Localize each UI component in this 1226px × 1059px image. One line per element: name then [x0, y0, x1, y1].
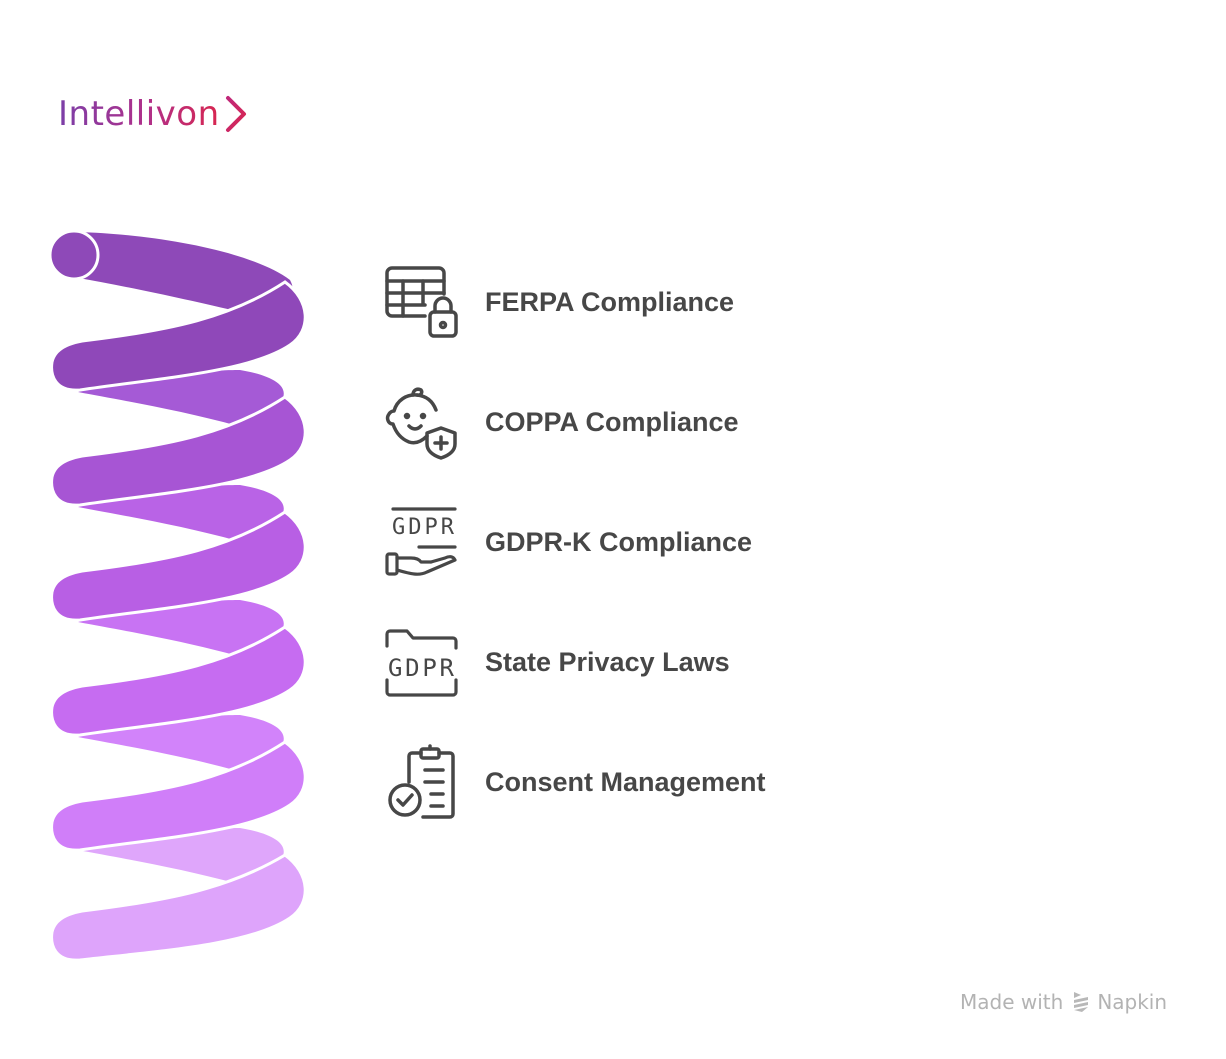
- spiral-coil: [48, 229, 307, 962]
- item-label: State Privacy Laws: [485, 646, 730, 677]
- brand-name: Intellivon: [58, 94, 220, 134]
- made-with-napkin-badge: Made with Napkin: [960, 990, 1167, 1014]
- napkin-logo-icon: [1074, 992, 1089, 1012]
- list-item-state-privacy: GDPR State Privacy Laws: [383, 622, 730, 702]
- list-item-gdpr-k: GDPR GDPR-K Compliance: [383, 502, 752, 582]
- item-label: COPPA Compliance: [485, 406, 739, 437]
- child-shield-icon: [383, 384, 459, 460]
- item-label: Consent Management: [485, 766, 766, 797]
- list-item-consent: Consent Management: [383, 742, 766, 822]
- list-item-ferpa: FERPA Compliance: [383, 262, 734, 342]
- table-lock-icon: [383, 264, 459, 340]
- gdpr-folder-icon: GDPR: [383, 624, 459, 700]
- item-label: GDPR-K Compliance: [485, 526, 753, 557]
- coil-front-bands: [50, 280, 307, 962]
- chevron-right-icon: [225, 96, 246, 132]
- made-with-text: Made with: [960, 990, 1064, 1014]
- brand-logo: Intellivon: [58, 94, 248, 134]
- svg-text:GDPR: GDPR: [388, 654, 455, 682]
- gdpr-hand-icon: GDPR: [383, 504, 459, 580]
- svg-text:GDPR: GDPR: [392, 515, 455, 540]
- clipboard-check-icon: [383, 744, 459, 820]
- napkin-brand-text: Napkin: [1097, 990, 1168, 1014]
- item-label: FERPA Compliance: [485, 286, 735, 317]
- coil-start-cap: [48, 229, 100, 281]
- list-item-coppa: COPPA Compliance: [383, 382, 739, 462]
